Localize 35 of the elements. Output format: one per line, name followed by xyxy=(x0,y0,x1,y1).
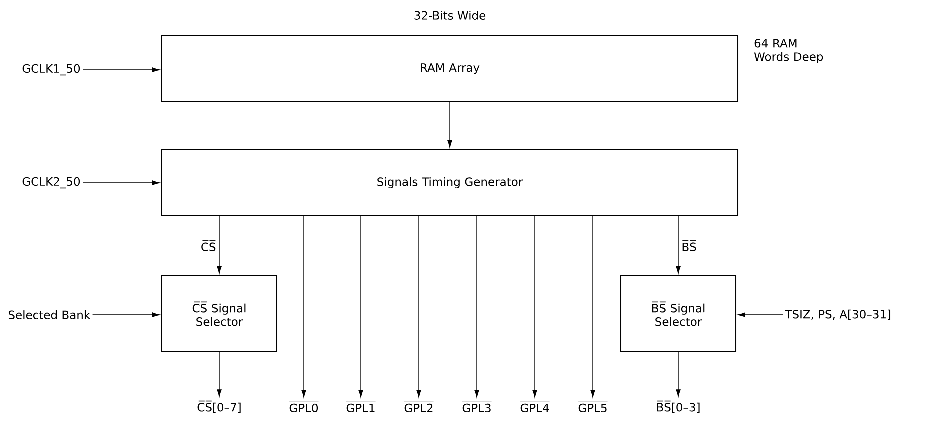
arrow xyxy=(92,312,160,318)
signal-label: $\overline{\text{GPL4}}$ xyxy=(520,402,550,413)
arrow xyxy=(82,180,160,186)
signal-label: TSIZ, PS, A[30–31] xyxy=(785,310,891,320)
caption-label: 64 RAM Words Deep xyxy=(754,39,824,64)
signal-label: GCLK2_50 xyxy=(22,177,80,189)
arrow xyxy=(676,216,681,274)
arrow xyxy=(82,68,160,72)
arrow xyxy=(217,352,222,398)
block-box: C̅S̅ Signal Selector xyxy=(162,276,278,352)
edge-label: C̅S̅ xyxy=(202,240,216,252)
arrow xyxy=(676,352,681,398)
arrow xyxy=(474,216,480,398)
edge-label: B̅S̅ xyxy=(682,240,696,252)
signal-label: B̅S̅[0–3] xyxy=(657,400,700,414)
arrow xyxy=(738,312,784,318)
signal-label: $\overline{\text{GPL3}}$ xyxy=(462,402,492,413)
arrow xyxy=(590,216,596,398)
caption-label: 32-Bits Wide xyxy=(414,11,486,20)
signal-label: $\overline{\text{GPL1}}$ xyxy=(346,402,376,413)
signal-label: C̅S̅[0–7] xyxy=(198,400,241,414)
block-box: Signals Timing Generator xyxy=(162,150,738,216)
signal-label: $\overline{\text{GPL5}}$ xyxy=(578,402,608,413)
arrow xyxy=(358,216,364,398)
block-box: RAM Array xyxy=(162,36,738,102)
arrow xyxy=(448,102,452,148)
block-box: B̅S̅ Signal Selector xyxy=(620,276,736,352)
signal-label: $\overline{\text{GPL0}}$ xyxy=(289,402,319,413)
arrow xyxy=(302,216,306,398)
arrow xyxy=(416,216,422,398)
signal-label: GCLK1_50 xyxy=(22,64,80,76)
arrow xyxy=(532,216,538,398)
signal-label: $\overline{\text{GPL2}}$ xyxy=(404,402,434,413)
signal-label: Selected Bank xyxy=(8,310,91,320)
arrow xyxy=(217,216,222,274)
